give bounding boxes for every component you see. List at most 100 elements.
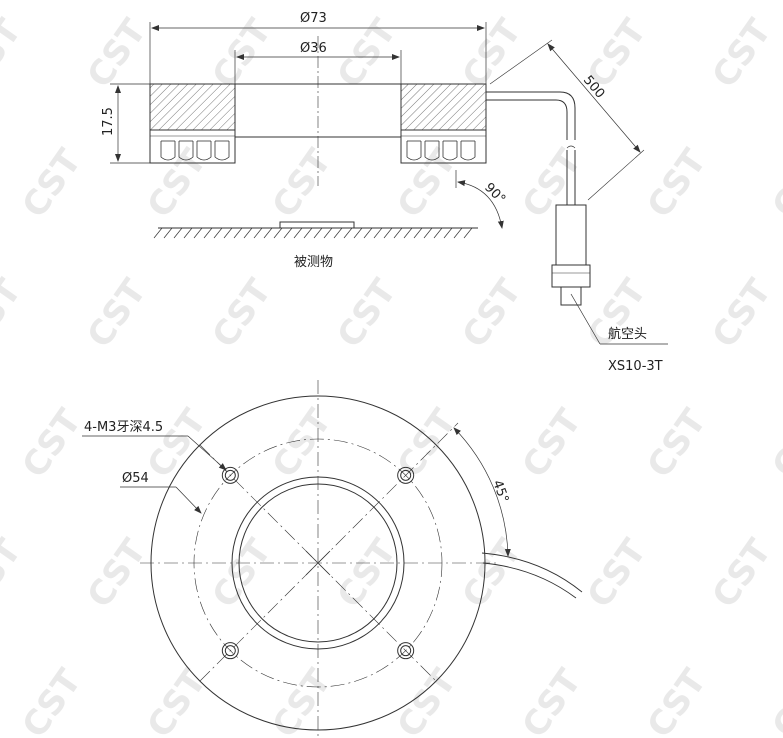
hole-leader <box>82 435 227 471</box>
led-cup <box>424 141 440 161</box>
front-view <box>82 380 583 738</box>
text-bolt-circle: Ø54 <box>122 471 149 486</box>
ground-hatch-line <box>353 227 363 239</box>
ground-hatch-line <box>253 227 263 239</box>
text-dim-angle-45: 45° <box>489 478 511 505</box>
watermark-text: CST <box>765 662 783 738</box>
watermark-text: CST <box>0 532 30 616</box>
dim-cable-length <box>489 39 645 201</box>
ground-hatch-line <box>173 227 183 239</box>
watermark-text: CST <box>640 662 715 738</box>
watermark-text: CST <box>765 402 783 486</box>
watermark-text: CST <box>580 532 655 616</box>
watermark-text: CST <box>640 402 715 486</box>
watermark-text: CST <box>455 532 530 616</box>
watermark-text: CST <box>205 12 280 96</box>
ground-plane <box>153 221 478 239</box>
ground-hatch-line <box>203 227 213 239</box>
screw-hole-outer <box>397 466 415 484</box>
dim-height <box>110 83 150 164</box>
watermark-text: CST <box>705 12 780 96</box>
watermark-text: CST <box>705 532 780 616</box>
watermark-text: CST <box>15 662 90 738</box>
screw-holes <box>221 466 415 660</box>
text-dim-outer: Ø73 <box>300 11 327 26</box>
screw-hole-inner <box>224 645 236 657</box>
led-cups <box>160 140 476 161</box>
led-cup <box>406 141 422 161</box>
ground-hatch-line <box>243 227 253 239</box>
watermark-text: CST <box>265 402 340 486</box>
ground-hatch-line <box>423 227 433 239</box>
text-measured-object: 被测物 <box>294 255 333 270</box>
watermark-text: CST <box>580 272 655 356</box>
ground-hatch-line <box>283 227 293 239</box>
ground-hatch-line <box>463 227 473 239</box>
aviation-connector <box>551 204 591 306</box>
watermark-text: CST <box>15 142 90 226</box>
watermark-text: CST <box>0 12 30 96</box>
watermark-text: CST <box>455 272 530 356</box>
screw-hole-inner <box>400 645 412 657</box>
front-diagonal-2 <box>199 422 459 682</box>
ground-hatch-line <box>263 227 273 239</box>
watermark-text: CST <box>330 272 405 356</box>
watermark-text: CST <box>765 142 783 226</box>
ring-right-hatched <box>400 83 487 131</box>
ground-hatch-line <box>433 227 443 239</box>
ground-hatch-line <box>223 227 233 239</box>
ground-hatch-line <box>303 227 313 239</box>
watermark-text: CST <box>205 272 280 356</box>
watermark-text: CST <box>80 532 155 616</box>
ground-hatch-line <box>213 227 223 239</box>
led-cup <box>214 141 230 161</box>
ground-hatch-line <box>383 227 393 239</box>
watermark-text: CST <box>330 12 405 96</box>
led-cup <box>196 141 212 161</box>
watermark-text: CST <box>640 142 715 226</box>
screw-hole-outer <box>397 642 415 660</box>
ground-hatch-line <box>373 227 383 239</box>
dim-angle-45 <box>453 427 511 557</box>
watermark-text: CST <box>705 272 780 356</box>
watermark-text: CST <box>515 402 590 486</box>
ground-hatch-line <box>273 227 283 239</box>
watermark-text: CST <box>140 662 215 738</box>
ground-hatch-line <box>153 227 163 239</box>
dim-angle-90 <box>455 170 504 229</box>
watermark-text: CST <box>140 142 215 226</box>
ground-hatch-line <box>193 227 203 239</box>
ground-hatch-line <box>293 227 303 239</box>
watermark-text: CST <box>330 532 405 616</box>
ground-hatch-line <box>453 227 463 239</box>
watermark-text: CST <box>265 142 340 226</box>
screw-hole-inner <box>400 469 412 481</box>
ring-left-lower <box>149 130 236 164</box>
ground-hatch-line <box>393 227 403 239</box>
ground-hatch-line <box>163 227 173 239</box>
watermark-text: CST <box>515 662 590 738</box>
text-connector: 航空头 <box>608 326 647 342</box>
ground-hatch-line <box>403 227 413 239</box>
ground-hatch-line <box>183 227 193 239</box>
ground-hatch-line <box>233 227 243 239</box>
led-cup <box>160 141 176 161</box>
screw-hole-outer <box>221 642 239 660</box>
text-dim-height: 17.5 <box>101 107 116 136</box>
side-view <box>110 22 668 345</box>
ground-hatch-line <box>363 227 373 239</box>
text-connector-model: XS10-3T <box>608 359 663 374</box>
led-cup <box>442 141 458 161</box>
watermark-text: CST <box>390 662 465 738</box>
ground-hatch-line <box>313 227 323 239</box>
watermark-layer: CST CST CST CST CST CST CST CST CST CST CST CST CST C… <box>0 12 783 738</box>
ground-hatch-line <box>323 227 333 239</box>
watermark-text: CST <box>0 272 30 356</box>
ring-left-hatched <box>149 83 236 131</box>
ring-right-lower <box>400 130 487 164</box>
text-dim-inner: Ø36 <box>300 41 327 56</box>
watermark-text: CST <box>265 662 340 738</box>
bolt-circle-leader <box>120 486 202 514</box>
screw-hole-outer <box>221 466 239 484</box>
ground-hatch-line <box>333 227 343 239</box>
